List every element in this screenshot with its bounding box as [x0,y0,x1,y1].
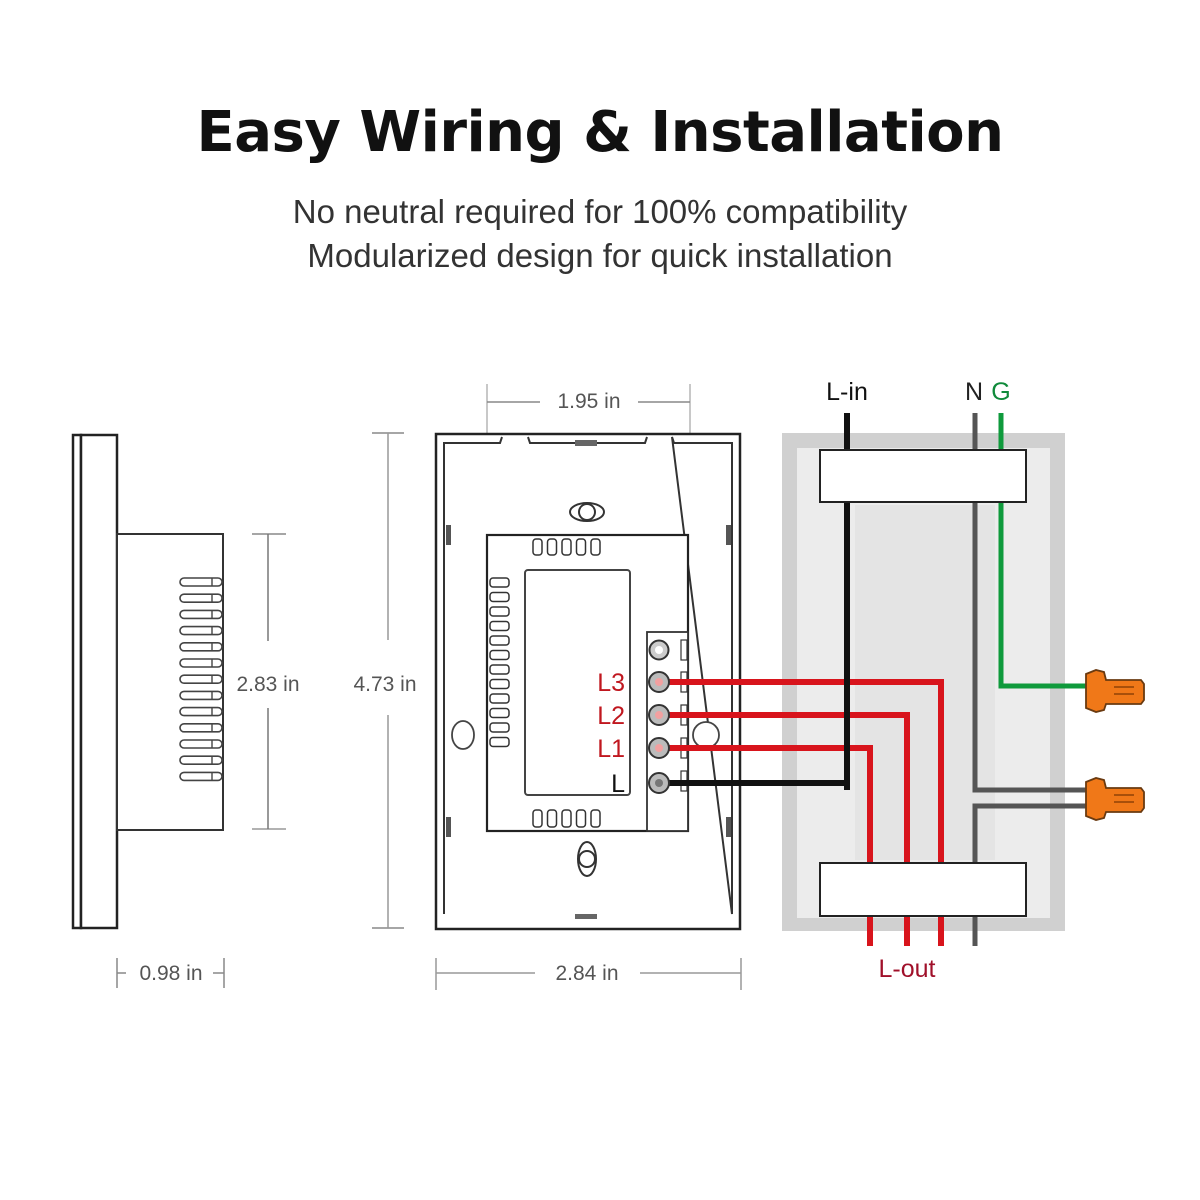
module-pin [489,664,510,675]
side-fins [179,577,223,782]
side-fin [179,690,223,701]
terminal-label-l2: L2 [597,702,625,730]
side-fin [179,706,223,717]
module-pin [489,577,510,588]
module-left-pins [489,577,510,748]
clip-right-top [726,525,731,545]
side-fin [179,722,223,733]
label-line-in: L-in [826,378,868,406]
side-fin [179,674,223,685]
module-pin [561,809,572,828]
module-pin [489,591,510,603]
module-pin [561,538,572,556]
terminal-screw-l3-icon [648,671,670,693]
dim-label-0-98: 0.98 in [139,962,202,985]
wire-ground [998,502,1090,689]
side-fin [179,771,223,782]
module-pin [575,538,587,556]
module-pin [489,707,510,719]
terminal-label-l1: L1 [597,735,625,763]
front-view: 4.73 in 1.95 in 2.84 in [353,384,742,990]
top-notch [575,440,597,446]
dim-label-4-73: 4.73 in [353,673,416,696]
module-window [524,569,631,796]
module-pin [489,649,510,661]
label-neutral: N [965,378,983,406]
module-pin [575,809,587,828]
side-fin [179,609,223,620]
wire-load-l3 [659,679,944,863]
terminal-block [646,631,689,832]
dim-label-1-95: 1.95 in [557,390,620,413]
slot-left-icon [451,720,475,750]
bottom-connector-bar [819,862,1027,917]
module-bottom-pins [532,809,601,828]
side-view: 2.83 in 0.98 in [71,433,300,988]
module-pin [590,538,601,556]
dim-front-width: 2.84 in [435,958,742,990]
side-fin [179,625,223,636]
module-pin [532,809,543,828]
slot-right-icon [692,721,720,749]
module-pin [489,693,510,704]
bottom-notch [575,914,597,919]
wire-nut-ground-icon [1085,669,1145,713]
side-fin [179,593,223,604]
dim-side-module-height: 2.83 in [236,533,300,830]
clip-right-bottom [726,817,731,837]
screw-hole-top-icon [569,502,605,522]
wires [659,413,1090,946]
dim-label-2-84: 2.84 in [555,962,618,985]
module-pin [489,722,510,733]
clip-left-bottom [446,817,451,837]
side-fin [179,755,223,766]
module-pin [532,538,543,556]
page-title: Easy Wiring & Installation [196,100,1004,165]
module-pin [546,809,558,828]
wire-neutral-in [972,502,1090,793]
dim-front-height: 4.73 in [353,432,417,929]
module-pin [489,635,510,646]
terminal-screw-l-icon [648,772,670,794]
screw-hole-bottom-icon [577,841,597,877]
module-pin [489,736,510,748]
subtitle-modular: Modularized design for quick installatio… [307,237,893,274]
subtitle-neutral: No neutral required for 100% compatibili… [292,193,908,230]
module-pin [489,678,510,690]
wire-nut-neutral-icon [1085,777,1145,821]
side-fin [179,739,223,749]
terminal-label-l3: L3 [597,669,625,697]
dim-side-depth: 0.98 in [116,958,225,988]
clip-left-top [446,525,451,545]
side-fin [179,641,223,652]
wire-neutral-out [972,803,1090,863]
module-pin [546,538,558,556]
terminal-screw-l2-icon [648,704,670,726]
terminal-label-l: L [611,770,625,798]
label-line-out: L-out [879,955,936,983]
terminal-screw-l1-icon [648,737,670,759]
module-top-pins [532,538,601,556]
module-pin [489,620,510,632]
side-faceplate [79,433,119,930]
wire-load-l1 [659,745,873,863]
label-ground: G [991,378,1010,406]
top-connector-bar [819,449,1027,503]
wire-load-l2 [659,712,910,863]
dim-label-2-83: 2.83 in [236,673,299,696]
side-fin [179,658,223,668]
terminal-screw-spare-icon [648,639,670,661]
module-pin [590,809,601,828]
side-fin [179,577,223,587]
module-pin [489,606,510,617]
terminal-screws [648,671,670,794]
